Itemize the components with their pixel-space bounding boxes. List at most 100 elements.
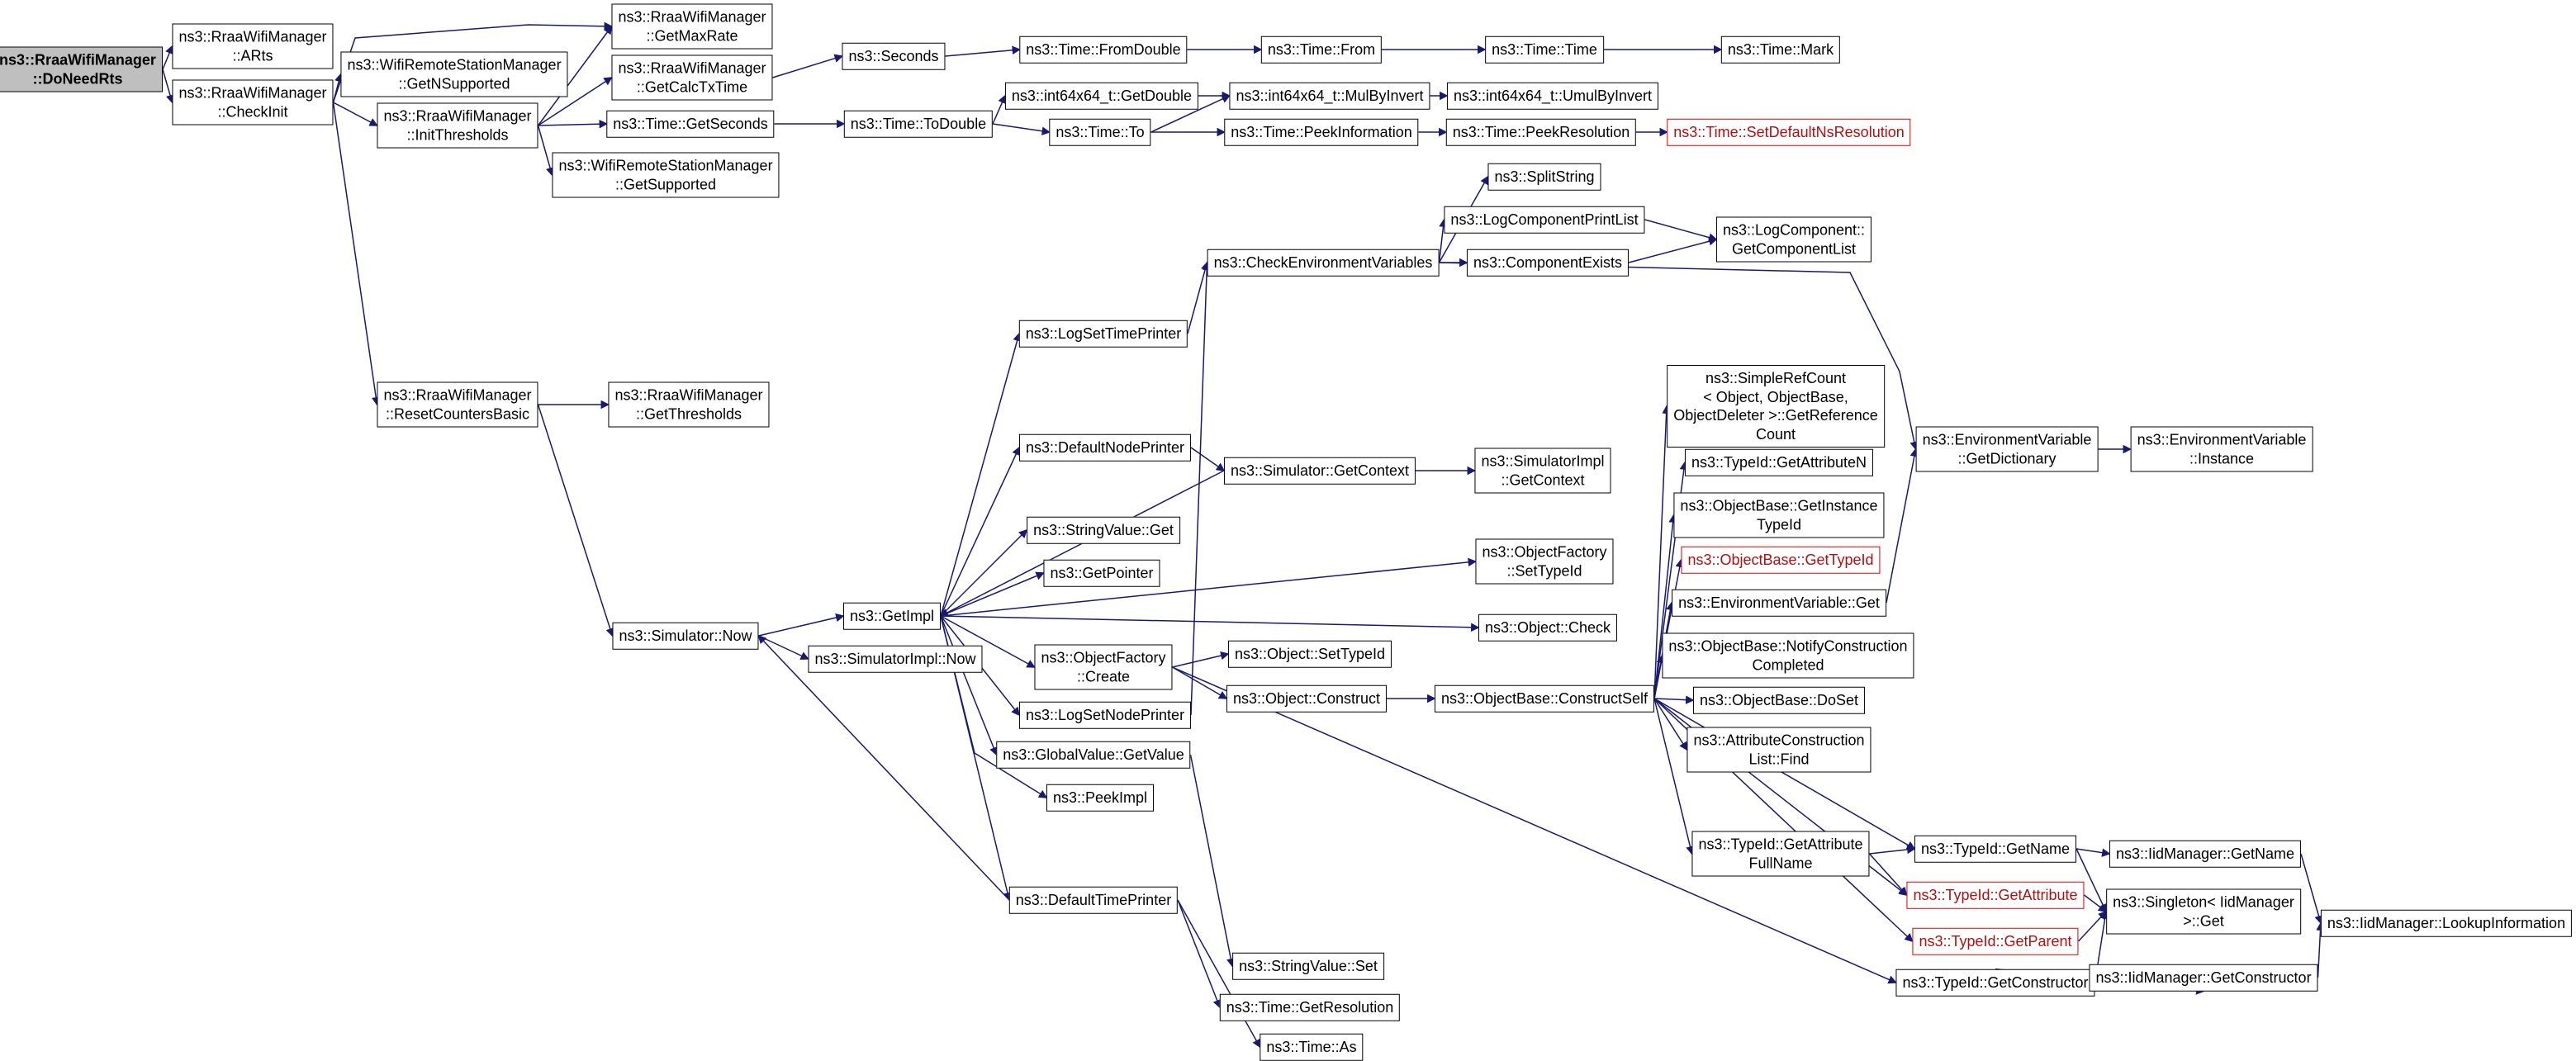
graph-node-factory-set-type-id[interactable]: ns3::ObjectFactory ::SetTypeId xyxy=(1475,538,1614,585)
graph-node-from-double[interactable]: ns3::Time::FromDouble xyxy=(1019,36,1188,64)
graph-node-lookup-information[interactable]: ns3::IidManager::LookupInformation xyxy=(2320,909,2573,937)
graph-node-get-max-rate[interactable]: ns3::RraaWifiManager ::GetMaxRate xyxy=(611,3,773,50)
edge-time-to--mul-by-invert xyxy=(1150,94,1231,133)
edge-default-node-printer--simulator-get-context xyxy=(1190,447,1226,471)
graph-node-env-get-dictionary[interactable]: ns3::EnvironmentVariable ::GetDictionary xyxy=(1915,426,2099,472)
graph-node-global-get-value[interactable]: ns3::GlobalValue::GetValue xyxy=(996,741,1191,769)
graph-node-to-double[interactable]: ns3::Time::ToDouble xyxy=(843,110,994,138)
graph-node-get-double[interactable]: ns3::int64x64_t::GetDouble xyxy=(1004,82,1199,110)
graph-node-peek-impl[interactable]: ns3::PeekImpl xyxy=(1046,784,1155,812)
graph-node-get-calc-tx-time[interactable]: ns3::RraaWifiManager ::GetCalcTxTime xyxy=(611,54,773,101)
graph-node-get-instance-type-id[interactable]: ns3::ObjectBase::GetInstance TypeId xyxy=(1673,492,1885,538)
graph-node-time-time[interactable]: ns3::Time::Time xyxy=(1485,36,1604,64)
graph-node-factory-create[interactable]: ns3::ObjectFactory ::Create xyxy=(1034,644,1173,690)
edge-construct-self--notify-construction-completed xyxy=(1653,654,1666,699)
graph-node-env-get[interactable]: ns3::EnvironmentVariable::Get xyxy=(1672,589,1886,617)
graph-node-time-get-resolution[interactable]: ns3::Time::GetResolution xyxy=(1219,993,1401,1021)
graph-node-type-id-get-attribute[interactable]: ns3::TypeId::GetAttribute xyxy=(1906,881,2085,909)
edge-get-impl--factory-create xyxy=(940,615,1036,668)
graph-node-check-init[interactable]: ns3::RraaWifiManager ::CheckInit xyxy=(172,79,334,126)
graph-node-set-default-ns-resolution[interactable]: ns3::Time::SetDefaultNsResolution xyxy=(1667,118,1911,146)
edge-check-environment-variables--log-component-print-list xyxy=(1438,218,1448,263)
edge-check-init--init-thresholds xyxy=(333,102,378,126)
graph-node-get-attribute-full-name[interactable]: ns3::TypeId::GetAttribute FullName xyxy=(1691,831,1870,877)
edge-factory-create--object-construct xyxy=(1172,666,1228,699)
graph-node-a-rts[interactable]: ns3::RraaWifiManager ::ARts xyxy=(172,23,334,69)
graph-node-log-set-time-printer[interactable]: ns3::LogSetTimePrinter xyxy=(1018,320,1188,348)
graph-node-peek-resolution[interactable]: ns3::Time::PeekResolution xyxy=(1445,118,1637,146)
graph-node-get-seconds[interactable]: ns3::Time::GetSeconds xyxy=(606,110,775,138)
graph-node-object-construct[interactable]: ns3::Object::Construct xyxy=(1226,684,1388,713)
graph-node-time-as[interactable]: ns3::Time::As xyxy=(1260,1033,1364,1061)
graph-node-simulator-now[interactable]: ns3::Simulator::Now xyxy=(612,622,759,650)
edge-get-impl--default-node-printer xyxy=(940,446,1020,617)
graph-node-string-value-get[interactable]: ns3::StringValue::Get xyxy=(1027,516,1180,544)
graph-node-seconds[interactable]: ns3::Seconds xyxy=(842,42,946,70)
graph-node-object-check[interactable]: ns3::Object::Check xyxy=(1478,613,1618,642)
edge-reset-counters-basic--simulator-now xyxy=(537,404,614,637)
graph-node-get-n-supported[interactable]: ns3::WifiRemoteStationManager ::GetNSupp… xyxy=(340,51,568,97)
edge-simulator-now--get-impl xyxy=(758,613,845,637)
graph-node-notify-construction-completed[interactable]: ns3::ObjectBase::NotifyConstruction Comp… xyxy=(1662,632,1914,679)
edge-construct-self--type-id-get-name xyxy=(1653,698,1916,850)
graph-node-construct-self[interactable]: ns3::ObjectBase::ConstructSelf xyxy=(1434,684,1655,713)
graph-node-default-node-printer[interactable]: ns3::DefaultNodePrinter xyxy=(1018,433,1192,462)
edge-init-thresholds--get-seconds xyxy=(538,119,609,129)
graph-node-object-base-do-set[interactable]: ns3::ObjectBase::DoSet xyxy=(1692,686,1866,714)
graph-node-get-impl[interactable]: ns3::GetImpl xyxy=(842,602,942,630)
graph-node-iid-get-constructor[interactable]: ns3::IidManager::GetConstructor xyxy=(2089,964,2318,992)
graph-node-component-exists[interactable]: ns3::ComponentExists xyxy=(1466,249,1630,277)
graph-node-time-from[interactable]: ns3::Time::From xyxy=(1260,36,1383,64)
edge-type-id-get-attribute--singleton-get xyxy=(2084,894,2108,912)
graph-node-get-supported[interactable]: ns3::WifiRemoteStationManager ::GetSuppo… xyxy=(552,152,780,198)
graph-node-simulator-impl-now[interactable]: ns3::SimulatorImpl::Now xyxy=(808,645,983,673)
graph-node-singleton-get[interactable]: ns3::Singleton< IidManager >::Get xyxy=(2106,888,2301,935)
graph-node-umul-by-invert[interactable]: ns3::int64x64_t::UmulByInvert xyxy=(1446,82,1659,110)
edge-construct-self--get-reference-count xyxy=(1653,405,1671,699)
edge-global-get-value--string-value-set xyxy=(1189,754,1236,968)
graph-node-env-instance[interactable]: ns3::EnvironmentVariable ::Instance xyxy=(2130,426,2313,472)
graph-node-mul-by-invert[interactable]: ns3::int64x64_t::MulByInvert xyxy=(1229,82,1430,110)
graph-node-iid-get-name[interactable]: ns3::IidManager::GetName xyxy=(2109,840,2302,868)
edge-get-attribute-full-name--type-id-get-name xyxy=(1869,845,1916,855)
graph-node-do-need-rts[interactable]: ns3::RraaWifiManager ::DoNeedRts xyxy=(0,46,163,92)
graph-node-default-time-printer[interactable]: ns3::DefaultTimePrinter xyxy=(1008,886,1179,914)
graph-node-get-attribute-n[interactable]: ns3::TypeId::GetAttributeN xyxy=(1684,448,1874,476)
graph-node-simulator-get-context[interactable]: ns3::Simulator::GetContext xyxy=(1223,457,1416,485)
graph-node-string-value-set[interactable]: ns3::StringValue::Set xyxy=(1232,952,1384,980)
edge-log-set-time-printer--check-environment-variables xyxy=(1187,261,1210,334)
graph-node-get-thresholds[interactable]: ns3::RraaWifiManager ::GetThresholds xyxy=(608,381,770,428)
graph-node-log-component-print-list[interactable]: ns3::LogComponentPrintList xyxy=(1444,206,1645,234)
edge-factory-create--object-set-type-id xyxy=(1172,651,1230,668)
edge-type-id-get-name--iid-get-name xyxy=(2076,848,2111,857)
graph-node-type-id-get-name[interactable]: ns3::TypeId::GetName xyxy=(1914,835,2077,863)
edge-check-init--reset-counters-basic xyxy=(332,102,381,406)
graph-node-split-string[interactable]: ns3::SplitString xyxy=(1487,163,1601,191)
graph-node-log-set-node-printer[interactable]: ns3::LogSetNodePrinter xyxy=(1018,701,1192,729)
edge-env-get--env-get-dictionary xyxy=(1886,448,1919,604)
graph-node-type-id-get-constructor[interactable]: ns3::TypeId::GetConstructor xyxy=(1895,969,2095,997)
graph-node-simulator-impl-get-context[interactable]: ns3::SimulatorImpl ::GetContext xyxy=(1474,448,1611,494)
edge-get-impl--global-get-value xyxy=(940,615,999,756)
graph-node-time-mark[interactable]: ns3::Time::Mark xyxy=(1720,36,1841,64)
graph-node-attr-list-find[interactable]: ns3::AttributeConstruction List::Find xyxy=(1686,727,1872,773)
graph-node-object-base-get-type-id[interactable]: ns3::ObjectBase::GetTypeId xyxy=(1681,546,1881,574)
graph-node-get-reference-count[interactable]: ns3::SimpleRefCount < Object, ObjectBase… xyxy=(1667,365,1885,448)
edge-to-double--time-to xyxy=(992,123,1051,135)
graph-node-get-pointer[interactable]: ns3::GetPointer xyxy=(1043,559,1160,587)
edge-get-impl--get-pointer xyxy=(940,571,1045,617)
edge-default-time-printer--time-as xyxy=(1177,899,1261,1049)
graph-node-type-id-get-parent[interactable]: ns3::TypeId::GetParent xyxy=(1912,927,2079,955)
graph-node-object-set-type-id[interactable]: ns3::Object::SetTypeId xyxy=(1227,640,1392,668)
graph-node-init-thresholds[interactable]: ns3::RraaWifiManager ::InitThresholds xyxy=(377,102,538,149)
edge-construct-self--get-attribute-full-name xyxy=(1653,698,1695,855)
graph-node-time-to[interactable]: ns3::Time::To xyxy=(1049,118,1151,146)
graph-node-check-environment-variables[interactable]: ns3::CheckEnvironmentVariables xyxy=(1207,249,1440,277)
edge-get-impl--object-check xyxy=(940,615,1480,632)
graph-node-get-component-list[interactable]: ns3::LogComponent:: GetComponentList xyxy=(1715,216,1872,263)
edge-iid-get-name--lookup-information xyxy=(2300,853,2323,925)
graph-node-peek-information[interactable]: ns3::Time::PeekInformation xyxy=(1224,118,1419,146)
graph-node-reset-counters-basic[interactable]: ns3::RraaWifiManager ::ResetCountersBasi… xyxy=(377,381,538,428)
